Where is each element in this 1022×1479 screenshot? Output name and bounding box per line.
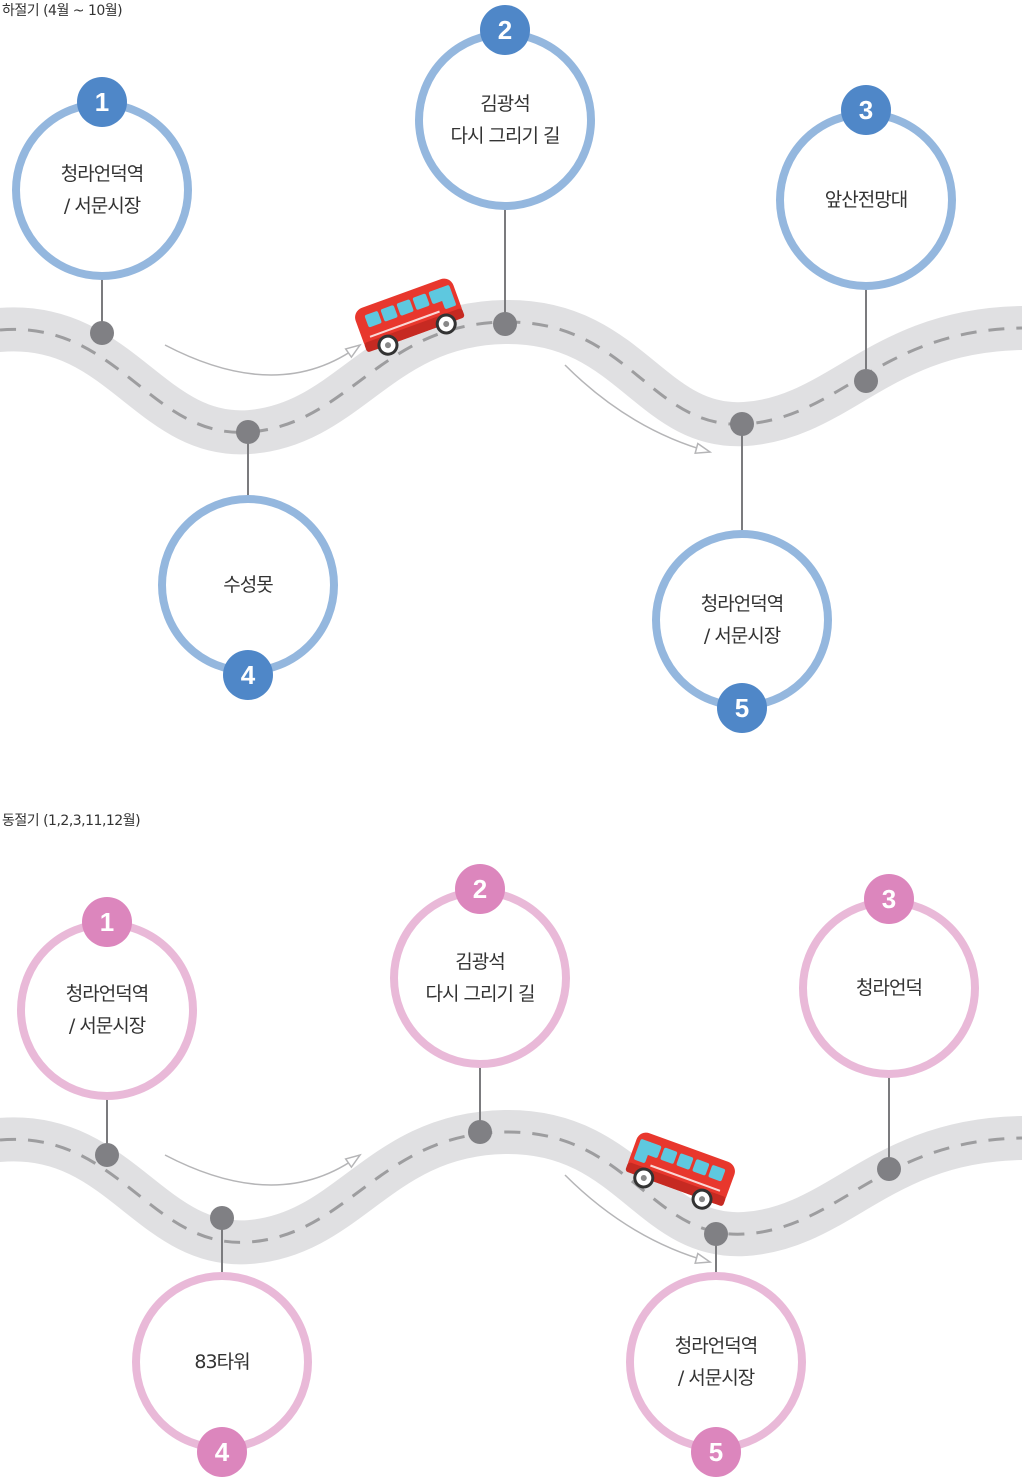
stop-name-line: 김광석 bbox=[455, 951, 505, 973]
stop-name-line: / 서문시장 bbox=[63, 195, 141, 217]
stop-node bbox=[730, 412, 754, 436]
stop-name-line: 청라언덕역 bbox=[700, 593, 784, 615]
stop-node bbox=[854, 369, 878, 393]
arrow-icon bbox=[564, 364, 711, 453]
stop-number-badge: 3 bbox=[864, 874, 914, 924]
arrow-icon bbox=[164, 1154, 361, 1186]
section-title: 하절기 (4월 ~ 10월) bbox=[2, 3, 123, 19]
route-map bbox=[0, 978, 1022, 1362]
stop-circle: 청라언덕역 / 서문시장 bbox=[17, 920, 197, 1100]
stop-number-badge: 4 bbox=[197, 1427, 247, 1477]
stop-number-badge: 2 bbox=[455, 864, 505, 914]
stop-name-line: / 서문시장 bbox=[68, 1015, 146, 1037]
stop-circle: 청라언덕역 / 서문시장 bbox=[652, 530, 832, 710]
route-map bbox=[0, 120, 1022, 620]
stop-circle: 청라언덕역 / 서문시장 bbox=[12, 100, 192, 280]
stop-circle: 앞산전망대 bbox=[776, 110, 956, 290]
stop-name-line: 청라언덕역 bbox=[60, 163, 144, 185]
section-title: 동절기 (1,2,3,11,12월) bbox=[2, 813, 141, 829]
stop-name-line: / 서문시장 bbox=[703, 625, 781, 647]
arrow-head bbox=[694, 1252, 713, 1265]
stop-number-badge: 5 bbox=[717, 683, 767, 733]
stop-number-badge: 2 bbox=[480, 5, 530, 55]
stop-name-line: 김광석 bbox=[480, 93, 530, 115]
stop-number-badge: 3 bbox=[841, 85, 891, 135]
stop-number-badge: 5 bbox=[691, 1427, 741, 1477]
stop-number-badge: 4 bbox=[223, 650, 273, 700]
stop-circle: 청라언덕역 / 서문시장 bbox=[626, 1272, 806, 1452]
stop-node bbox=[704, 1222, 728, 1246]
stop-number-badge: 1 bbox=[77, 77, 127, 127]
road-center-line bbox=[0, 1130, 1022, 1244]
stop-name-line: 청라언덕역 bbox=[674, 1335, 758, 1357]
stop-node bbox=[877, 1157, 901, 1181]
arrow-icon bbox=[164, 344, 361, 376]
stop-node bbox=[90, 321, 114, 345]
stop-name-line: 앞산전망대 bbox=[824, 189, 908, 211]
stop-name-line: 청라언덕 bbox=[856, 977, 923, 999]
bus-icon bbox=[625, 1132, 735, 1210]
stop-node bbox=[468, 1120, 492, 1144]
arrow-head bbox=[344, 343, 362, 359]
stop-circle: 수성못 bbox=[158, 495, 338, 675]
bus-icon bbox=[355, 278, 465, 356]
arrow-head bbox=[344, 1153, 362, 1169]
stop-node bbox=[210, 1206, 234, 1230]
stop-name-line: 수성못 bbox=[223, 574, 273, 596]
stop-number-badge: 1 bbox=[82, 897, 132, 947]
stop-name-line: 다시 그리기 길 bbox=[425, 983, 536, 1005]
stop-name-line: / 서문시장 bbox=[677, 1367, 755, 1389]
road bbox=[0, 1109, 1022, 1265]
stop-node bbox=[493, 312, 517, 336]
stop-name-line: 83타워 bbox=[194, 1351, 250, 1373]
stop-circle: 청라언덕 bbox=[799, 898, 979, 1078]
stop-name-line: 청라언덕역 bbox=[65, 983, 149, 1005]
stop-node bbox=[236, 420, 260, 444]
stop-circle: 83타워 bbox=[132, 1272, 312, 1452]
stop-node bbox=[95, 1143, 119, 1167]
stop-name-line: 다시 그리기 길 bbox=[450, 125, 561, 147]
arrow-head bbox=[694, 442, 713, 455]
arrow-icon bbox=[564, 1174, 711, 1263]
